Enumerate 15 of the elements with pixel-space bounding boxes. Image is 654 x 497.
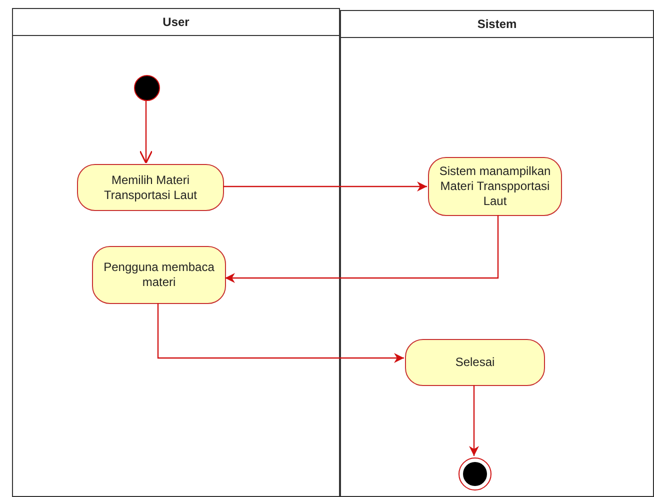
- action-label: Selesai: [455, 355, 495, 370]
- action-label: Pengguna membaca materi: [102, 260, 216, 290]
- action-label: Sistem manampilkan Materi Transpportasi Laut: [438, 164, 552, 209]
- final-node: [458, 457, 492, 491]
- swimlane: [12, 8, 340, 497]
- lane-header: Sistem: [477, 16, 517, 33]
- action-label: Memilih Materi Transportasi Laut: [103, 172, 198, 202]
- initial-node: [134, 75, 160, 101]
- arrow: [157, 303, 404, 363]
- arrow: [139, 100, 153, 164]
- arrow: [469, 385, 479, 456]
- swimlane: [340, 10, 654, 497]
- arrow: [223, 182, 427, 192]
- arrow: [225, 215, 499, 283]
- lane-header: User: [162, 14, 190, 31]
